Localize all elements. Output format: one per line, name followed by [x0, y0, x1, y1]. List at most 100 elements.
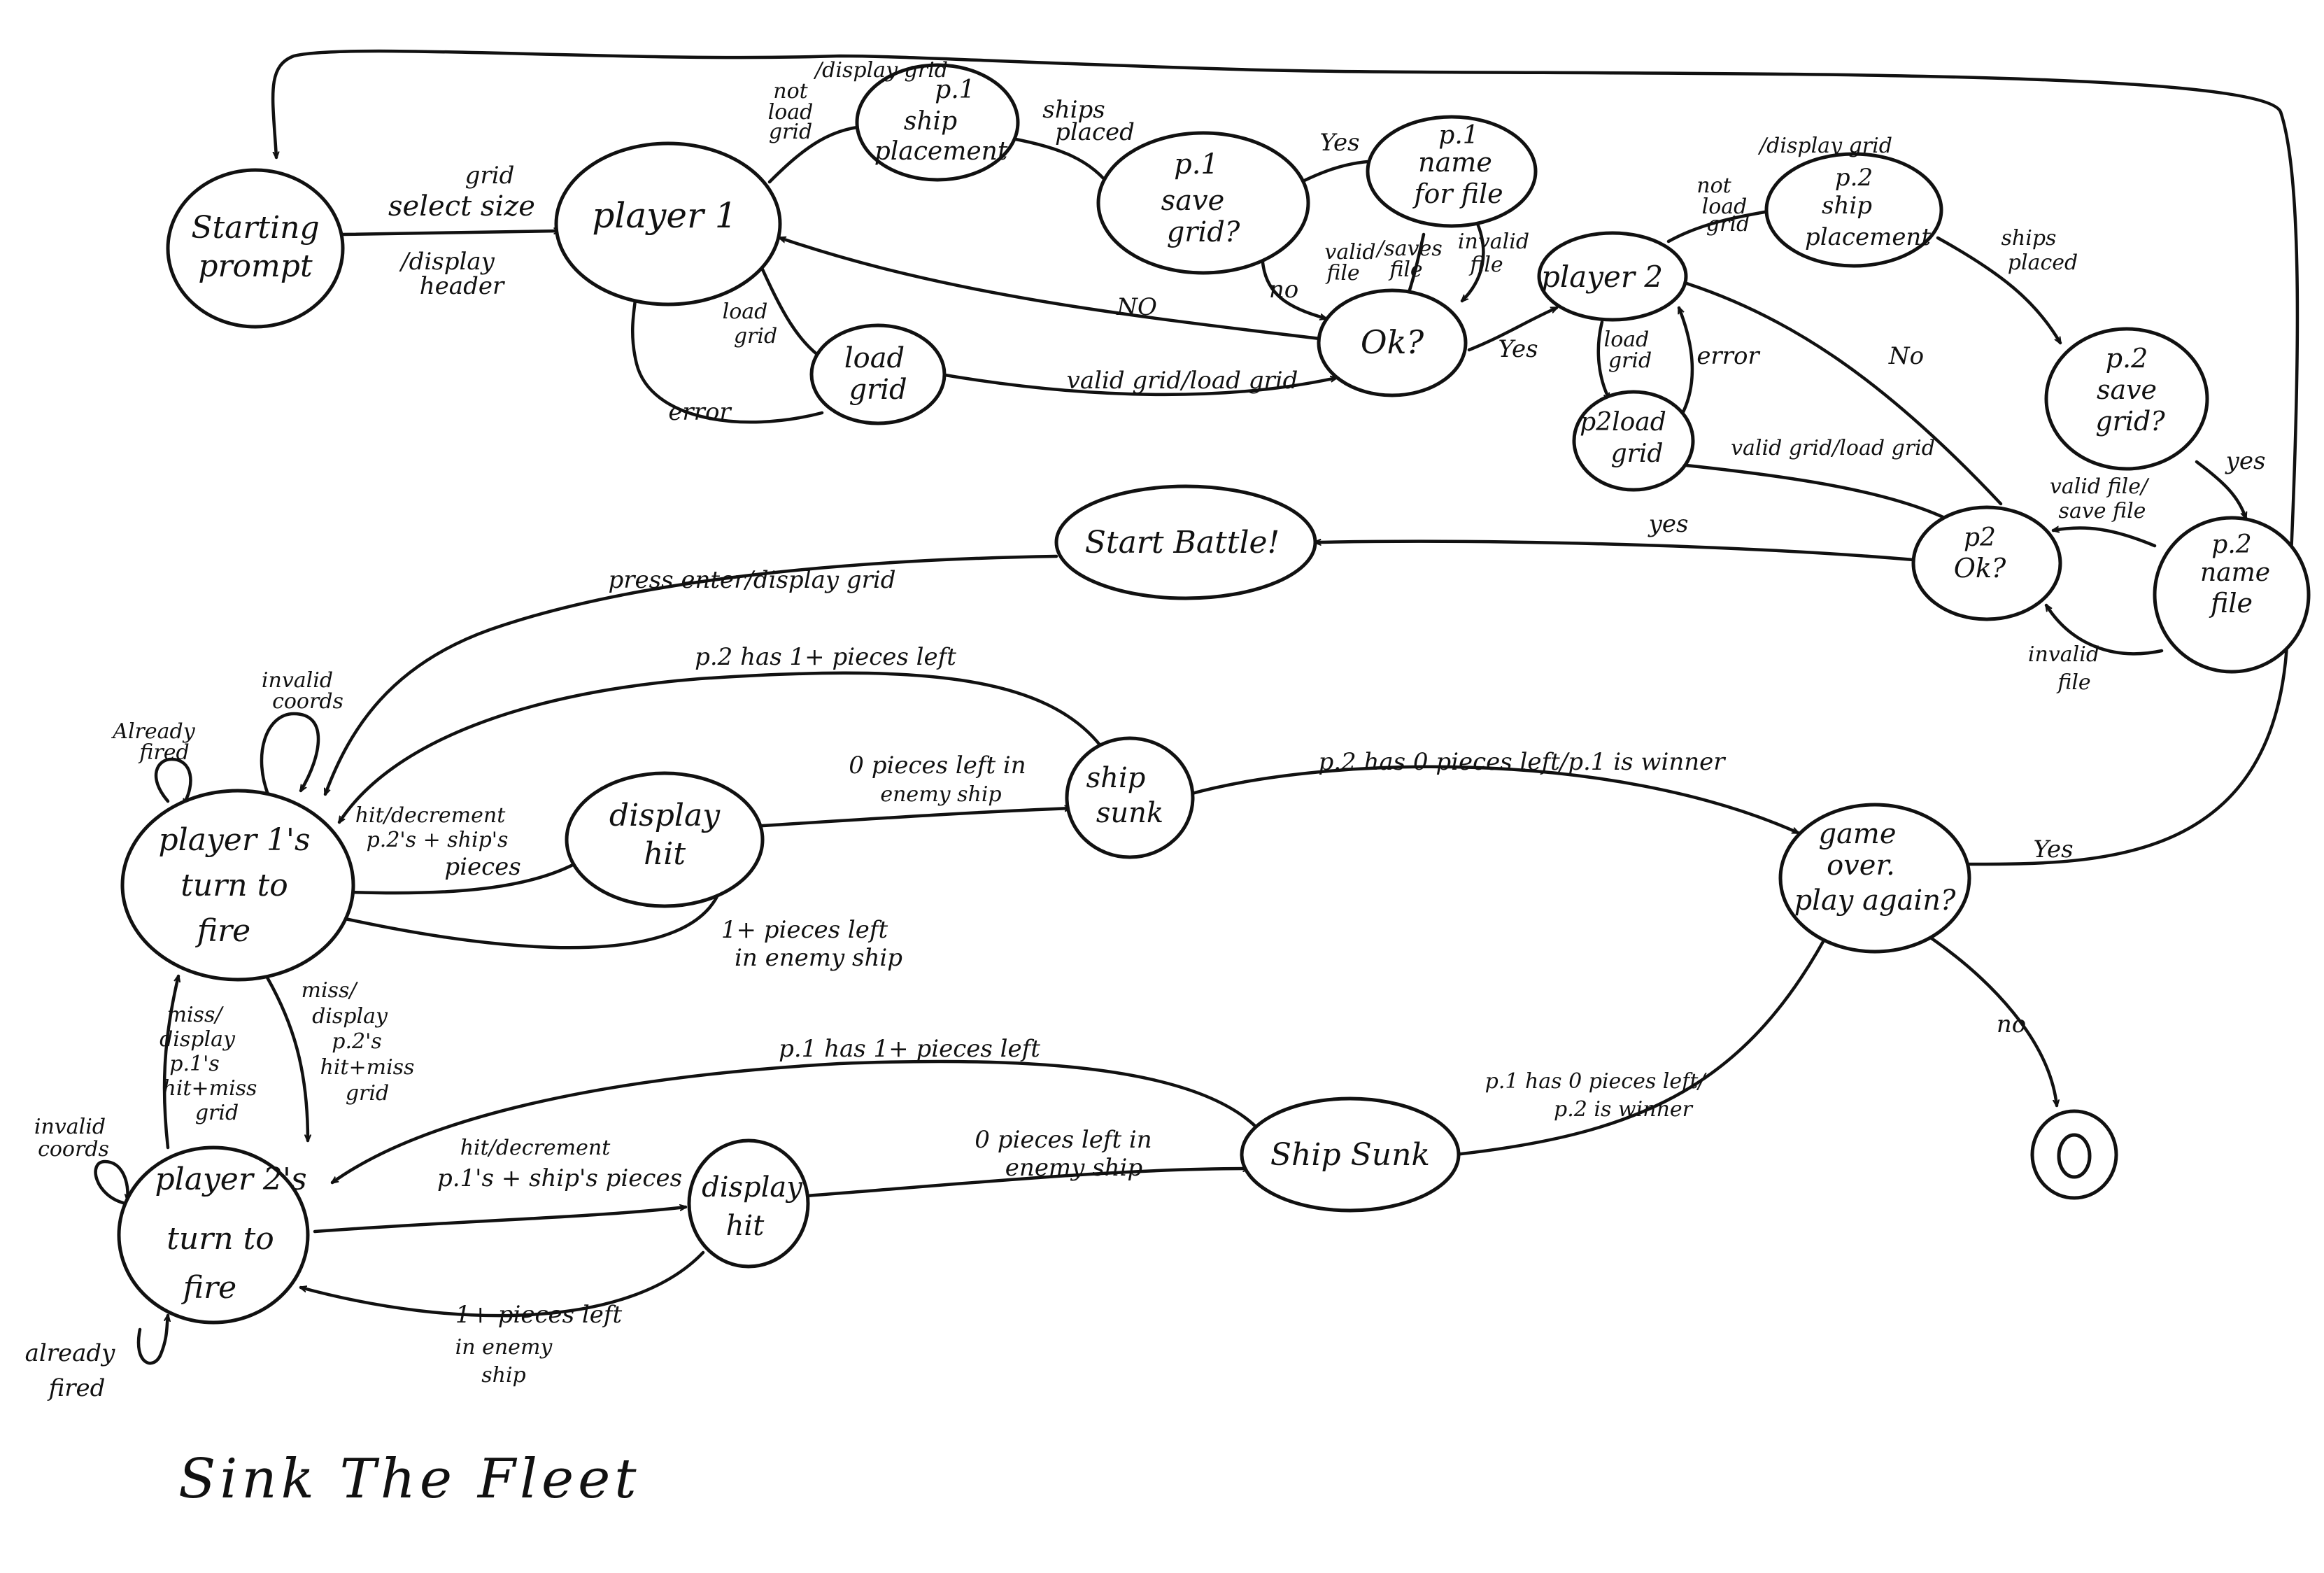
- elabel-saves-1: /saves: [1375, 237, 1443, 261]
- label-p2-name-1: p.2: [2211, 530, 2251, 559]
- label-player1: player 1: [592, 195, 737, 236]
- label-game-over-1: game: [1818, 818, 1896, 850]
- elabel-miss-p2-0: miss/: [302, 978, 359, 1003]
- label-p1-save-2: save: [1161, 185, 1225, 217]
- label-sunk1-2: sunk: [1096, 797, 1163, 829]
- elabel-invalid-coords-1a: invalid: [262, 668, 333, 693]
- elabel-already-2: already: [25, 1339, 116, 1367]
- label-hit1-2: hit: [644, 836, 686, 872]
- label-load-grid-1: load: [844, 342, 905, 374]
- state-p1-save-grid: [1096, 131, 1310, 275]
- elabel-select-size: select size: [388, 190, 535, 223]
- state-load-grid: [809, 323, 947, 425]
- state-p1-ship-placement: [855, 63, 1020, 182]
- elabel-load-1: load: [768, 100, 814, 125]
- elabel-miss-p1-1: display: [160, 1027, 236, 1052]
- state-p2-load-grid: [1572, 390, 1695, 492]
- state-p2-save-grid: [2044, 327, 2209, 471]
- label-starting-prompt-1: Starting: [191, 210, 319, 246]
- elabel-no-1: no: [1269, 276, 1298, 304]
- elabel-no-back-1: NO: [1116, 293, 1157, 321]
- edge-p2-ok-to-battle: [1313, 542, 1915, 562]
- elabel-fired-1: fired: [138, 740, 189, 765]
- elabel-one-plus-2c: ship: [481, 1363, 526, 1388]
- label-p2-name-3: file: [2209, 588, 2253, 619]
- elabel-one-plus-2a: 1+ pieces left: [455, 1301, 623, 1329]
- label-p2-turn-2: turn to: [166, 1221, 274, 1257]
- label-p2-name-2: name: [2200, 558, 2270, 587]
- state-ship-sunk-1: [1065, 736, 1195, 859]
- label-p1-turn-2: turn to: [180, 868, 288, 903]
- state-ok: [1317, 288, 1468, 397]
- label-p2-load-1: p2load: [1580, 408, 1666, 437]
- elabel-p1-zero-a: p.1 has 0 pieces left/: [1485, 1069, 1708, 1094]
- elabel-zero-2a: 0 pieces left in: [975, 1126, 1152, 1154]
- label-sunk1-1: ship: [1086, 762, 1146, 794]
- label-hit1-1: display: [609, 798, 721, 833]
- state-p2-name-file: [2153, 516, 2311, 674]
- state-p2-ok: [1911, 505, 2062, 621]
- elabel-yes-ok-1: Yes: [1498, 335, 1538, 363]
- label-p2-placement-3: placement: [1805, 223, 1931, 251]
- edge-p2-turn-to-hit2: [313, 1207, 688, 1234]
- elabel-press-enter: press enter/display grid: [608, 566, 895, 594]
- elabel-miss-p2-1: display: [312, 1004, 388, 1029]
- elabel-display-grid-2: /display grid: [1757, 134, 1892, 158]
- state-player2-turn: [117, 1145, 310, 1325]
- state-starting-prompt: [166, 168, 345, 329]
- label-p2-turn-3: fire: [181, 1270, 236, 1306]
- edge-p2-placement-to-save: [1936, 236, 2062, 343]
- label-game-over-3: play again?: [1794, 884, 1956, 917]
- label-p1-turn-3: fire: [195, 913, 250, 949]
- edge-labels: grid select size /display header not loa…: [25, 58, 2266, 1402]
- elabel-zero-1b: enemy ship: [880, 782, 1001, 807]
- elabel-miss-p2-3: hit+miss: [320, 1055, 415, 1080]
- label-p1-placement-1: p.1: [935, 76, 975, 104]
- elabel-p1-has-pieces: p.1 has 1+ pieces left: [779, 1035, 1040, 1063]
- edge-game-over-to-final: [1918, 929, 2057, 1108]
- elabel-file-1: file: [1325, 261, 1359, 285]
- label-hit2-1: display: [702, 1171, 803, 1204]
- elabel-yes-2: yes: [2225, 447, 2266, 475]
- label-sunk2: Ship Sunk: [1270, 1137, 1430, 1173]
- state-start-battle: [1054, 484, 1317, 600]
- state-p1-name-file: [1366, 115, 1538, 228]
- edge-sunk1-to-game-over: [1187, 765, 1798, 835]
- state-game-over: [1778, 803, 1971, 954]
- edge-sunk1-to-p1-turn: [337, 671, 1107, 822]
- elabel-hit-dec-1b: p.2's + ship's: [367, 828, 509, 852]
- elabel-grid: grid: [465, 162, 515, 190]
- elabel-already-1: Already: [111, 719, 195, 744]
- elabel-load-2: load: [1702, 195, 1748, 219]
- edge-player2-to-p2-placement: [1666, 210, 1777, 244]
- elabel-yes-1: Yes: [1319, 129, 1359, 157]
- label-p2-placement-1: p.2: [1835, 164, 1873, 192]
- edge-start-to-player1: [341, 231, 562, 237]
- elabel-no-again: no: [1997, 1010, 2026, 1038]
- elabel-no-back-2: No: [1888, 342, 1924, 370]
- edge-hit2-to-p2-turn: [301, 1250, 705, 1318]
- edge-p1-turn-to-hit1: [348, 859, 581, 895]
- elabel-valid-grid-1: valid grid/load grid: [1067, 367, 1298, 395]
- state-player1: [554, 141, 782, 306]
- label-p1-name-2: name: [1418, 147, 1492, 178]
- edge-sunk2-to-p2-turn: [332, 1059, 1258, 1185]
- elabel-miss-p1-2: p.1's: [169, 1052, 219, 1076]
- diagram-title: Sink The Fleet: [178, 1448, 641, 1511]
- label-player2: player 2: [1541, 260, 1663, 294]
- edge-ok-to-player2: [1467, 306, 1557, 352]
- elabel-loadword-1: load: [723, 299, 768, 324]
- elabel-error-2: error: [1696, 342, 1760, 370]
- state-p2-ship-placement: [1764, 152, 1943, 268]
- elabel-display: /display: [399, 248, 495, 276]
- elabel-invalid-2: invalid: [2028, 642, 2099, 667]
- label-p2-placement-2: ship: [1822, 192, 1872, 220]
- label-p1-name-1: p.1: [1438, 121, 1478, 150]
- label-p2-ok-2: Ok?: [1954, 553, 2006, 584]
- label-p1-name-3: for file: [1412, 178, 1503, 209]
- elabel-loadword-2: load: [1604, 327, 1650, 352]
- edge-p2-miss-to-p1-turn: [162, 976, 178, 1150]
- elabel-fired-2: fired: [47, 1374, 106, 1402]
- elabel-savefile-2: save file: [2059, 499, 2146, 523]
